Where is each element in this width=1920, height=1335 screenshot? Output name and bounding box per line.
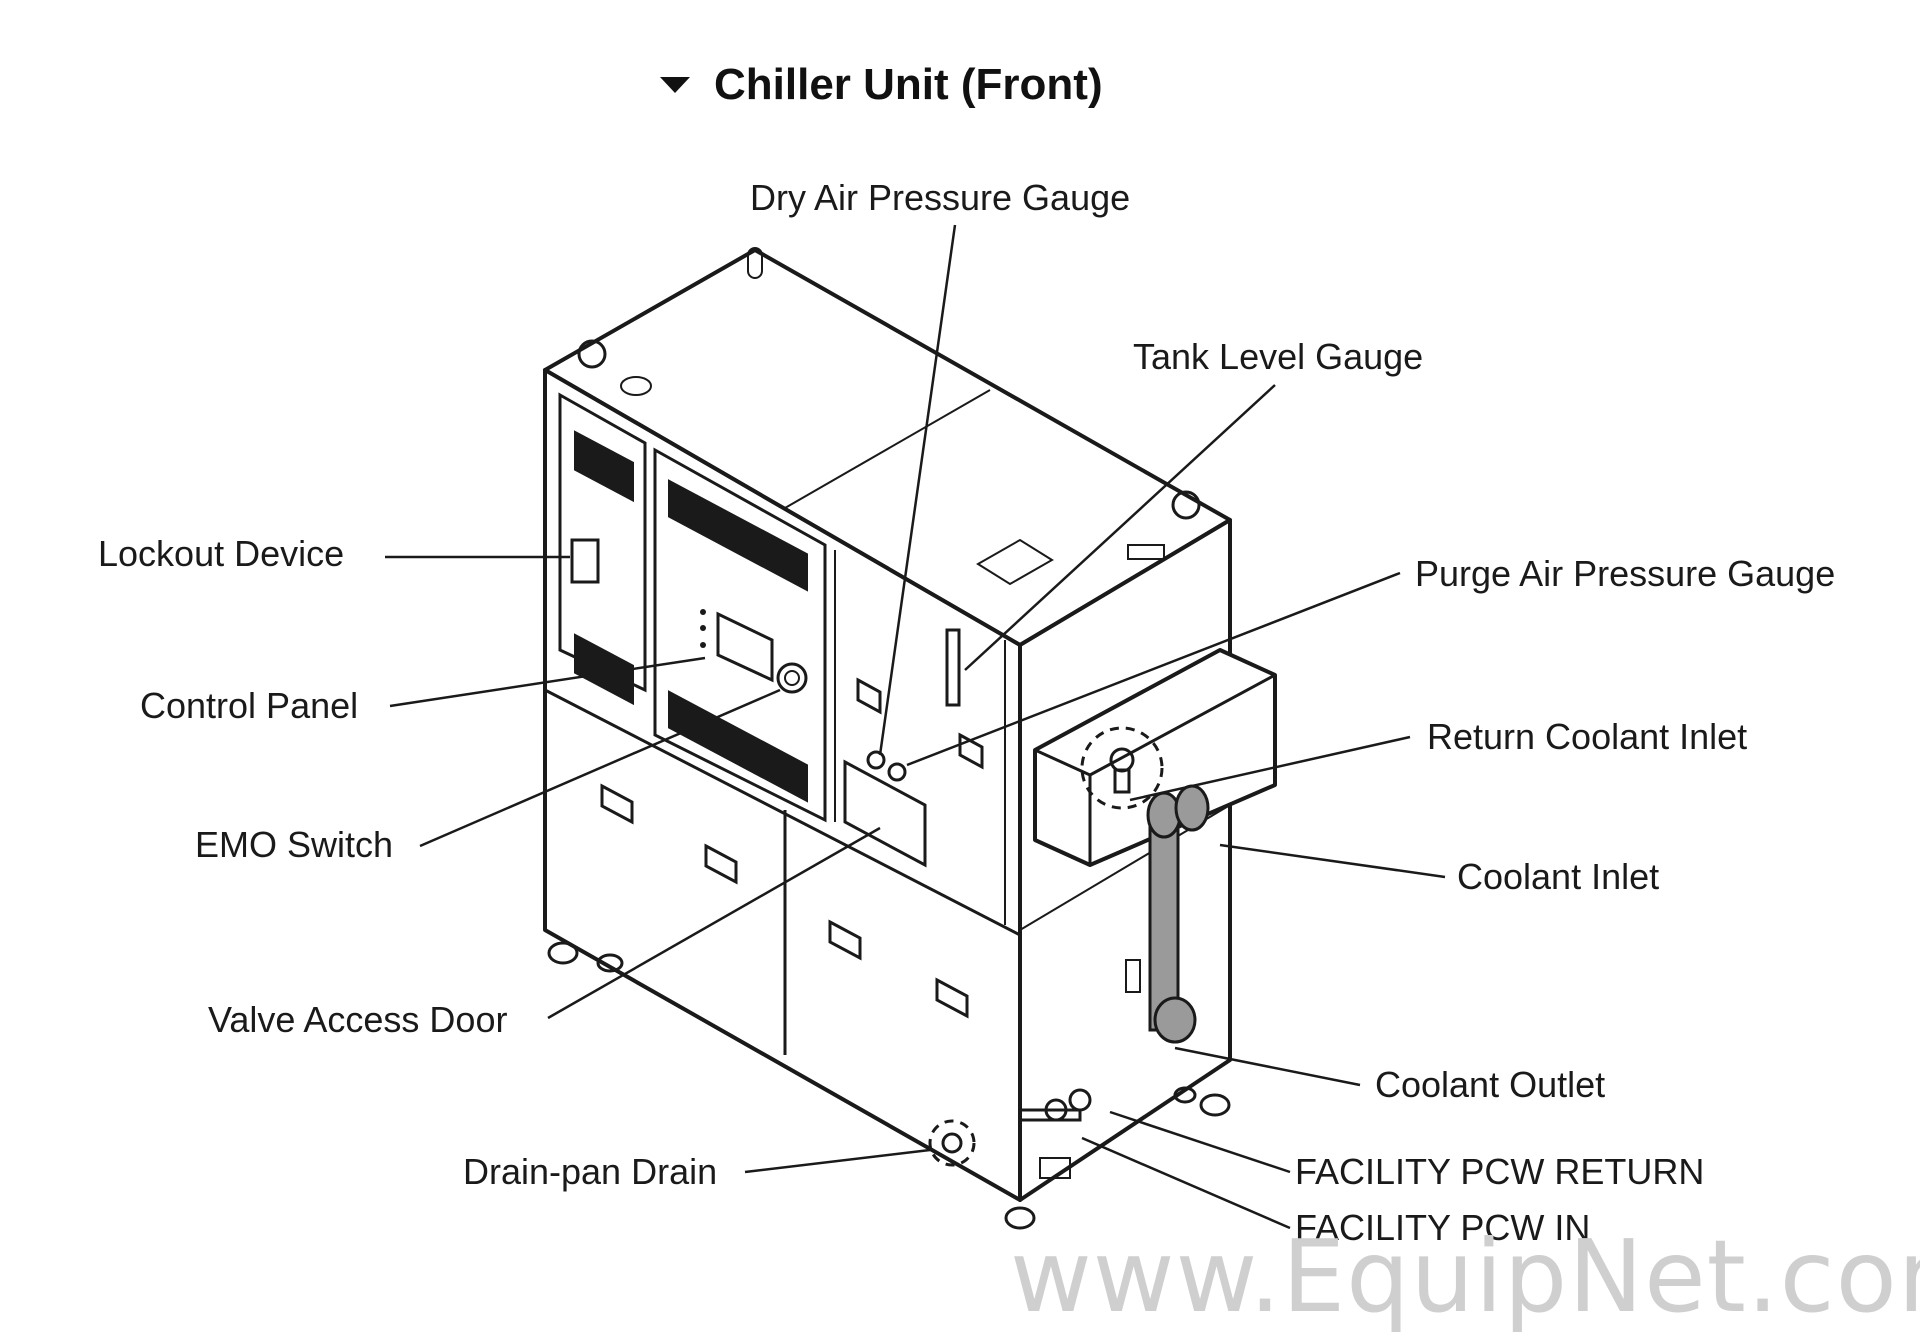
emo-switch-part [776, 662, 808, 694]
pcw-fittings [1018, 1088, 1092, 1179]
side-box [1033, 648, 1277, 867]
diagram-title: Chiller Unit (Front) [714, 60, 1103, 109]
return-coolant-inlet-ring [1080, 726, 1164, 810]
top-port [620, 376, 652, 396]
label-purge-air-pressure-gauge: Purge Air Pressure Gauge [1415, 553, 1836, 594]
tank-level-gauge-part [945, 628, 961, 707]
drain-pan-drain-ring [928, 1119, 976, 1167]
label-facility-pcw-in: FACILITY PCW IN [1295, 1207, 1591, 1248]
title-block: Chiller Unit (Front) [660, 60, 1103, 110]
lifting-eye-left [577, 339, 607, 369]
vent-grilles [574, 430, 808, 803]
label-return-coolant-inlet: Return Coolant Inlet [1427, 716, 1748, 757]
dry-air-gauge-part [866, 750, 886, 770]
top-label-plate [1127, 544, 1165, 560]
collapse-triangle-icon[interactable] [660, 77, 690, 93]
label-dry-air-pressure-gauge: Dry Air Pressure Gauge [750, 177, 1131, 218]
label-lockout-device: Lockout Device [98, 533, 345, 574]
lifting-eye-rear [747, 247, 763, 279]
door-handles [600, 677, 984, 1019]
valve-access-door-part [843, 759, 927, 868]
label-coolant-outlet: Coolant Outlet [1375, 1064, 1606, 1105]
watermark-text: www.EquipNet.com [1010, 1218, 1920, 1335]
lockout-device-part [570, 538, 600, 584]
label-drain-pan-drain: Drain-pan Drain [463, 1151, 718, 1192]
control-panel-part [716, 611, 774, 683]
label-coolant-inlet: Coolant Inlet [1457, 856, 1660, 897]
leveling-feet [547, 941, 1231, 1230]
lifting-eye-right [1171, 490, 1201, 520]
label-facility-pcw-return: FACILITY PCW RETURN [1295, 1151, 1705, 1192]
leader-lines [385, 224, 1446, 1230]
label-emo-switch: EMO Switch [195, 824, 394, 865]
label-valve-access-door: Valve Access Door [208, 999, 508, 1040]
purge-air-gauge-part [887, 762, 907, 782]
top-hatch [976, 538, 1054, 586]
label-tank-level-gauge: Tank Level Gauge [1133, 336, 1424, 377]
label-control-panel: Control Panel [140, 685, 359, 726]
